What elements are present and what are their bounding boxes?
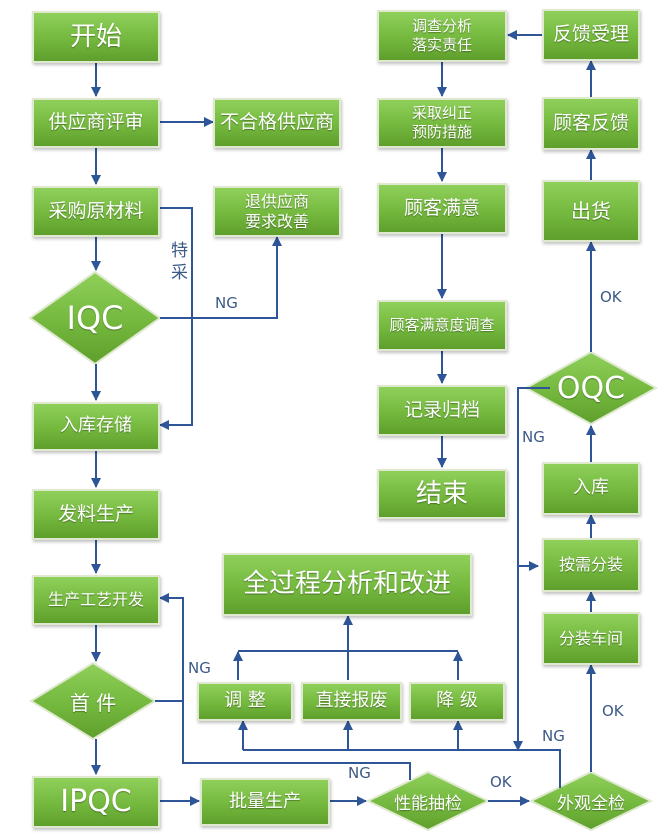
node-process-development: 生产工艺开发 (32, 575, 160, 625)
arrow-iqc-ng-return (160, 236, 282, 319)
node-investigation-analysis: 调查分析 落实责任 (377, 10, 507, 62)
label-special-purchase: 特 采 (171, 241, 188, 284)
node-full-process-analysis: 全过程分析和改进 (222, 553, 472, 616)
node-ipqc: IPQC (32, 776, 160, 828)
appearance-inspection-diamond (528, 770, 654, 832)
label-ng-iqc: NG (215, 294, 238, 312)
node-warehouse-storage: 入库存储 (32, 402, 160, 451)
node-start: 开始 (32, 11, 160, 63)
node-shipment: 出货 (542, 180, 640, 242)
node-end: 结束 (377, 469, 507, 519)
node-customer-satisfied: 顾客满意 (377, 183, 507, 234)
node-downgrade: 降 级 (409, 682, 505, 721)
arrow-oqc-ng (513, 387, 550, 751)
node-packing-workshop: 分装车间 (542, 612, 640, 665)
node-direct-scrap: 直接报废 (301, 682, 402, 721)
node-mass-production: 批量生产 (200, 778, 330, 826)
oqc-diamond (523, 350, 659, 426)
node-return-supplier: 退供应商 要求改善 (213, 186, 341, 237)
node-record-archive: 记录归档 (377, 385, 507, 436)
node-corrective-preventive: 采取纠正 预防措施 (377, 98, 507, 148)
node-supplier-review: 供应商评审 (32, 98, 160, 148)
iqc-diamond (28, 270, 162, 366)
label-ok-appearance: OK (602, 702, 624, 720)
arrow-performance-ng-process (182, 701, 411, 780)
node-packing-on-demand: 按需分装 (542, 538, 640, 592)
node-adjust: 调 整 (197, 682, 293, 721)
node-satisfaction-survey: 顾客满意度调查 (377, 300, 507, 351)
arrow-special-purchase (159, 207, 193, 430)
first-piece-diamond (29, 661, 157, 741)
performance-sampling-diamond (365, 770, 491, 832)
label-ng-first-piece: NG (188, 659, 211, 677)
node-customer-feedback: 顾客反馈 (542, 97, 640, 150)
node-purchase-materials: 采购原材料 (32, 186, 160, 237)
node-unqualified-supplier: 不合格供应商 (213, 98, 341, 148)
node-stock-in: 入库 (542, 462, 640, 515)
node-feedback-acceptance: 反馈受理 (542, 9, 640, 61)
label-ng-performance: NG (348, 764, 371, 782)
label-ok-performance: OK (490, 773, 512, 791)
label-ng-oqc: NG (522, 428, 545, 446)
label-ok-oqc: OK (600, 288, 622, 306)
arrow-first-ng-process (155, 593, 184, 702)
label-ng-appearance: NG (542, 727, 565, 745)
node-issue-production: 发料生产 (32, 489, 160, 540)
